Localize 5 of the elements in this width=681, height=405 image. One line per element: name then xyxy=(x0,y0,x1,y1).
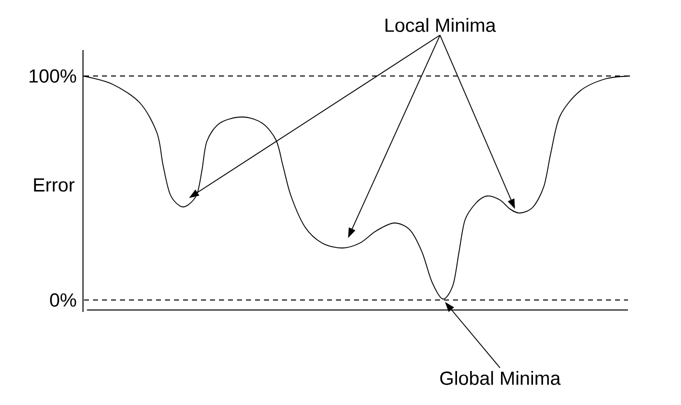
axis-tick-label: 0% xyxy=(50,293,76,307)
callout-text: Local Minima xyxy=(386,18,496,32)
axis-title: Error xyxy=(34,178,74,192)
callout-text: Global Minima xyxy=(440,371,561,385)
axis-tick-label: 100% xyxy=(30,69,76,83)
